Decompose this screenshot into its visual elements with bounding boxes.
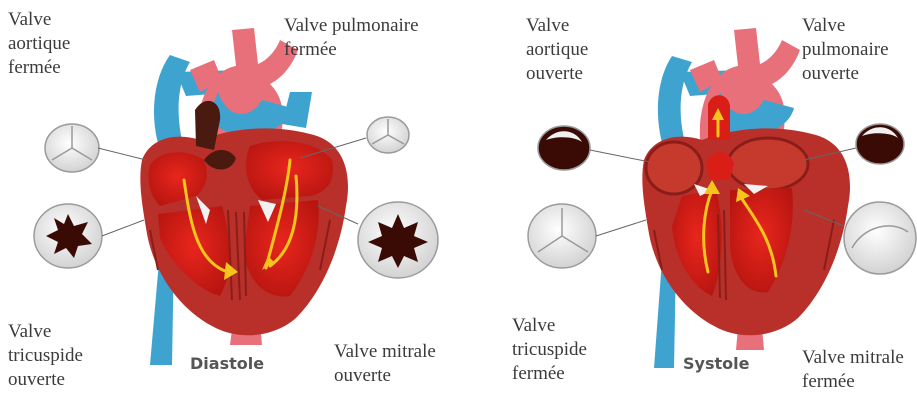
aortic-valve-closed-icon (45, 124, 146, 172)
label-line: Valve pulmonaire (284, 14, 419, 38)
phase-title-systole: Systole (683, 354, 749, 373)
label-line: aortique (8, 32, 70, 56)
label-line: fermée (284, 38, 419, 62)
label-line: Valve (8, 320, 83, 344)
label-line: Valve (526, 14, 588, 38)
aortic-valve-label: Valve aortique fermée (8, 8, 70, 80)
aortic-valve-label: Valve aortique ouverte (526, 14, 588, 86)
tricuspid-valve-label: Valve tricuspide ouverte (8, 320, 83, 392)
label-line: ouverte (526, 62, 588, 86)
pulmonary-valve-label: Valve pulmonaire ouverte (802, 14, 889, 86)
label-line: tricuspide (8, 344, 83, 368)
label-line: ouverte (8, 368, 83, 392)
label-line: fermée (8, 56, 70, 80)
label-line: fermée (802, 370, 904, 394)
label-line: Valve (512, 314, 587, 338)
pulmonary-valve-label: Valve pulmonaire fermée (284, 14, 419, 62)
aortic-valve-open-icon (538, 126, 650, 170)
label-line: fermée (512, 362, 587, 386)
label-line: pulmonaire (802, 38, 889, 62)
label-line: ouverte (802, 62, 889, 86)
tricuspid-valve-label: Valve tricuspide fermée (512, 314, 587, 386)
label-line: Valve (8, 8, 70, 32)
tricuspid-valve-closed-icon (528, 204, 646, 268)
label-line: aortique (526, 38, 588, 62)
label-line: tricuspide (512, 338, 587, 362)
phase-title-diastole: Diastole (190, 354, 264, 373)
label-line: Valve mitrale (334, 340, 436, 364)
mitral-valve-label: Valve mitrale fermée (802, 346, 904, 394)
label-line: Valve (802, 14, 889, 38)
label-line: Valve mitrale (802, 346, 904, 370)
heart-diastole (34, 28, 438, 365)
tricuspid-valve-open-icon (34, 204, 144, 268)
mitral-valve-label: Valve mitrale ouverte (334, 340, 436, 388)
label-line: ouverte (334, 364, 436, 388)
